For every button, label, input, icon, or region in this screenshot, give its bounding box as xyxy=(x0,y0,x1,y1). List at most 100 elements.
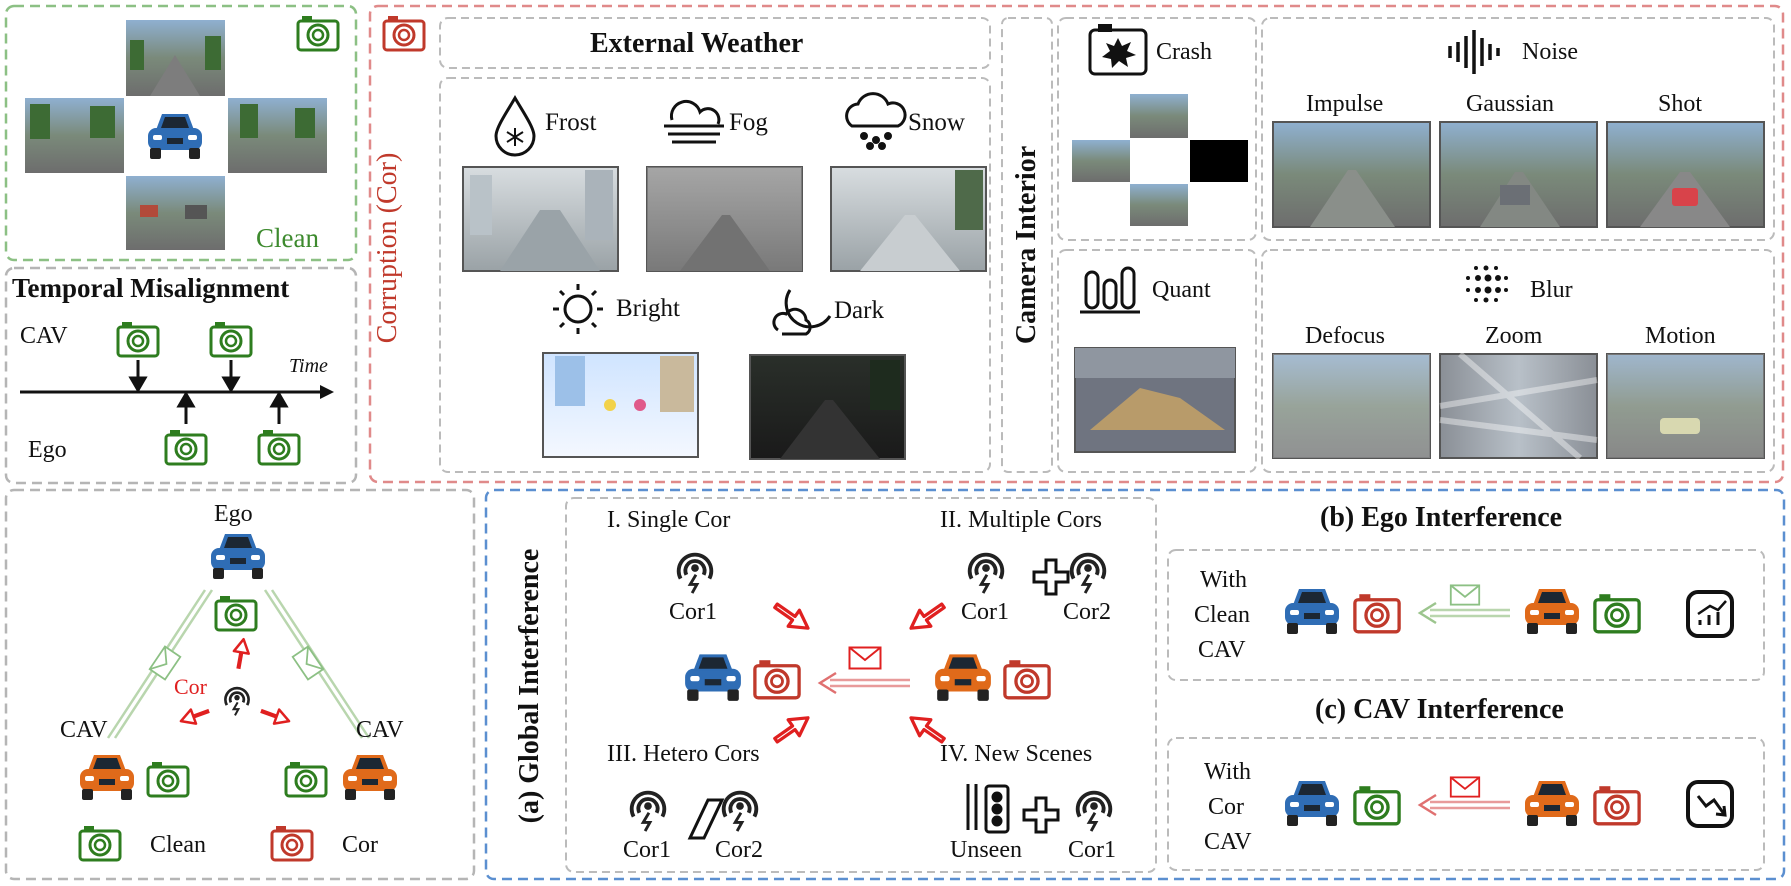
zoom-thumbnail xyxy=(1439,351,1598,461)
external-title-box xyxy=(439,17,991,69)
fog-thumbnail xyxy=(646,166,803,272)
gaussian-thumbnail xyxy=(1439,121,1598,228)
cav-interf-line1: With xyxy=(1204,759,1252,785)
camera-interior-label: Camera Interior xyxy=(1011,145,1042,345)
ego-interf-line3: CAV xyxy=(1198,637,1246,663)
corruption-side-label: Corruption (Cor) xyxy=(372,152,403,344)
hetero-cors-title: III. Hetero Cors xyxy=(607,741,760,767)
camera-icon xyxy=(284,760,328,798)
clean-thumb-front xyxy=(126,20,225,96)
time-label: Time xyxy=(289,355,328,377)
camera-icon xyxy=(116,320,160,358)
plus-icon xyxy=(1022,796,1060,834)
quant-thumbnail xyxy=(1074,347,1236,453)
snow-label: Snow xyxy=(908,109,965,136)
green-link-arrow xyxy=(1417,601,1510,625)
frost-label: Frost xyxy=(545,109,597,136)
snow-cloud-icon xyxy=(845,92,907,150)
defocus-label: Defocus xyxy=(1305,323,1385,349)
dark-label: Dark xyxy=(834,297,884,324)
camera-icon xyxy=(1003,658,1051,700)
global-interference-title: (a) Global Interference xyxy=(514,548,545,824)
envelope-icon xyxy=(848,646,882,670)
fog-label: Fog xyxy=(729,109,768,136)
dark-thumbnail xyxy=(749,354,906,460)
noise-label: Noise xyxy=(1522,39,1578,65)
bright-label: Bright xyxy=(616,295,680,322)
gaussian-label: Gaussian xyxy=(1466,91,1554,117)
camera-icon xyxy=(1353,592,1401,634)
crash-thumbnail xyxy=(1072,94,1248,226)
new-scenes-cor1-label: Cor1 xyxy=(1068,837,1116,863)
camera-icon xyxy=(753,658,801,700)
camera-icon xyxy=(382,14,426,52)
camera-icon xyxy=(146,760,190,798)
cav-interf-line2: Cor xyxy=(1208,794,1244,820)
hetero-cor2-label: Cor2 xyxy=(715,837,763,863)
chart-down-icon xyxy=(1686,780,1734,828)
multiple-cor1-label: Cor1 xyxy=(961,599,1009,625)
external-weather-box xyxy=(439,77,991,473)
moon-cloud-icon xyxy=(772,289,832,336)
red-link-arrow xyxy=(1417,793,1510,817)
quant-icon xyxy=(1080,266,1140,314)
temporal-cav-label: CAV xyxy=(20,323,68,349)
camera-icon xyxy=(209,320,253,358)
legend-clean-label: Clean xyxy=(150,832,206,858)
defocus-thumbnail xyxy=(1272,353,1431,459)
network-ego-label: Ego xyxy=(214,501,253,527)
single-cor-title: I. Single Cor xyxy=(607,507,731,533)
motion-thumbnail xyxy=(1606,353,1765,459)
hetero-cor1-label: Cor1 xyxy=(623,837,671,863)
network-cav-left-label: CAV xyxy=(60,717,108,743)
zoom-label: Zoom xyxy=(1485,323,1543,349)
clean-label: Clean xyxy=(256,223,319,253)
chart-up-icon xyxy=(1686,590,1734,638)
multiple-cors-title: II. Multiple Cors xyxy=(940,507,1102,533)
unseen-label: Unseen xyxy=(950,837,1022,863)
cav-interference-box xyxy=(1167,737,1765,871)
clean-thumb-right xyxy=(228,98,327,173)
soundwave-icon xyxy=(1448,30,1500,74)
legend-cor-label: Cor xyxy=(342,832,378,858)
snow-thumbnail xyxy=(830,166,987,272)
camera-icon xyxy=(214,594,258,632)
temporal-panel-border xyxy=(4,266,358,485)
blur-label: Blur xyxy=(1530,277,1573,303)
cav-interference-title: (c) CAV Interference xyxy=(1315,694,1564,725)
camera-icon xyxy=(1593,592,1641,634)
temporal-arrows xyxy=(128,360,289,424)
single-cor1-label: Cor1 xyxy=(669,599,717,625)
camera-icon xyxy=(257,428,301,466)
new-scenes-title: IV. New Scenes xyxy=(940,741,1093,767)
envelope-icon xyxy=(1449,584,1481,606)
traffic-light-icon xyxy=(966,784,1010,834)
camera-interior-label-box xyxy=(1001,17,1053,473)
blur-dots-icon xyxy=(1466,265,1508,303)
crash-icon xyxy=(1088,24,1148,76)
ego-interference-title: (b) Ego Interference xyxy=(1320,502,1563,533)
camera-icon xyxy=(1353,784,1401,826)
clean-thumb-left xyxy=(25,98,124,173)
network-cor-label: Cor xyxy=(174,674,207,699)
temporal-ego-label: Ego xyxy=(28,437,67,463)
plus-icon xyxy=(1032,558,1070,596)
ego-interf-line2: Clean xyxy=(1194,602,1250,628)
external-weather-title: External Weather xyxy=(590,28,804,59)
shot-thumbnail xyxy=(1606,121,1765,228)
crash-label: Crash xyxy=(1156,39,1212,65)
shot-label: Shot xyxy=(1658,91,1703,117)
slash-icon xyxy=(687,798,725,840)
envelope-icon xyxy=(1449,776,1481,798)
camera-icon xyxy=(164,428,208,466)
clean-thumb-back xyxy=(126,176,225,250)
ego-interf-line1: With xyxy=(1200,567,1248,593)
camera-icon xyxy=(78,824,122,862)
impulse-label: Impulse xyxy=(1306,91,1384,117)
snowflake-drop-icon xyxy=(494,95,536,157)
camera-icon xyxy=(296,14,340,52)
fog-icon xyxy=(664,99,724,144)
bright-thumbnail xyxy=(542,352,699,458)
network-cav-right-label: CAV xyxy=(356,717,404,743)
